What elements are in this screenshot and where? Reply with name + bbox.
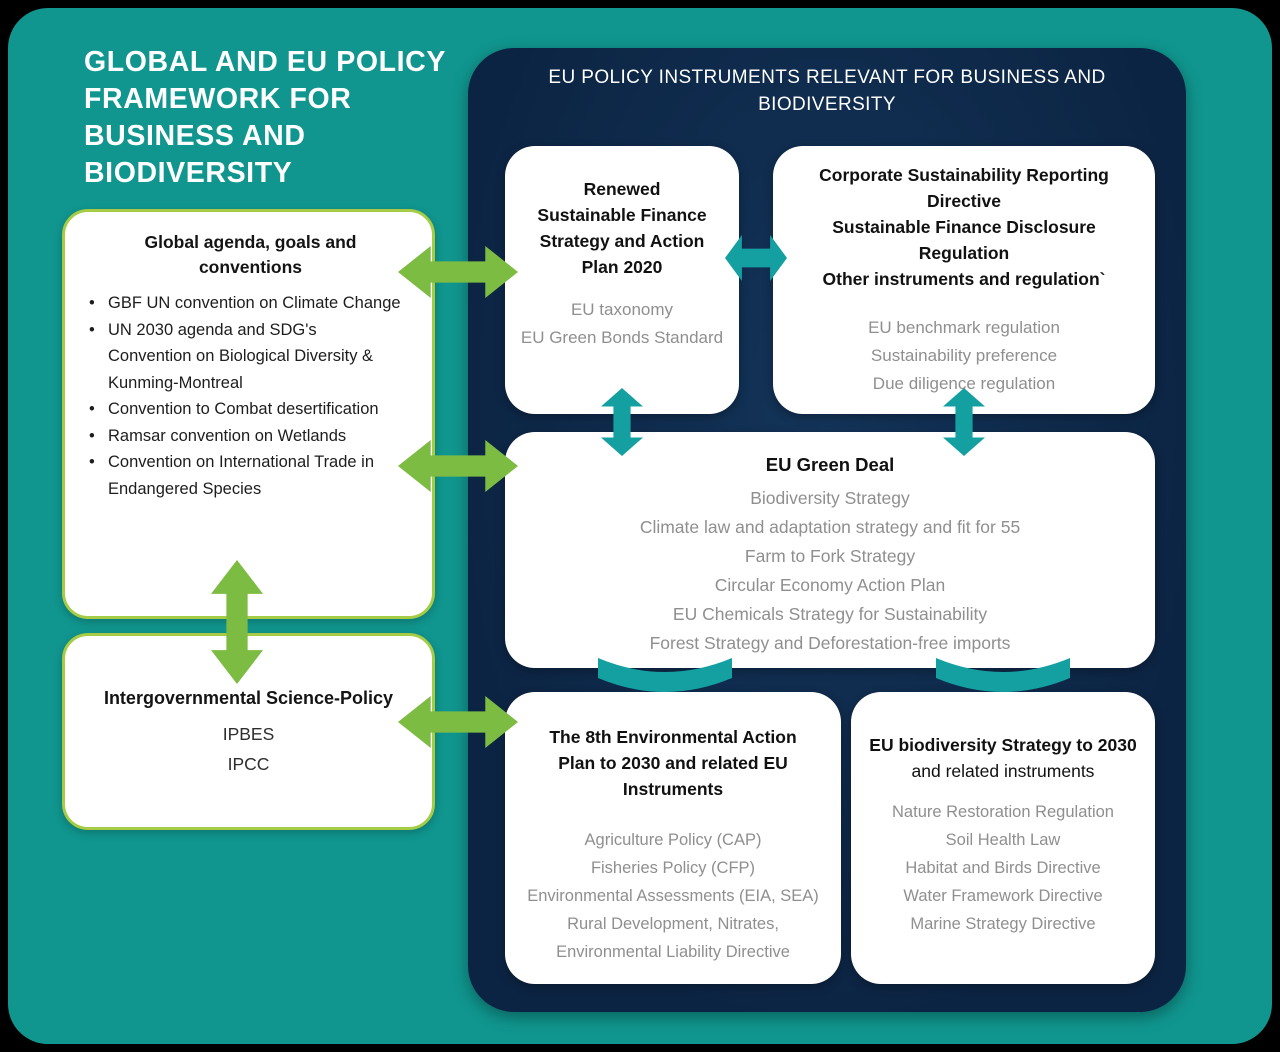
csrd-items: EU benchmark regulation Sustainability p… bbox=[868, 318, 1060, 393]
green-deal-items: Biodiversity Strategy Climate law and ad… bbox=[639, 488, 1021, 653]
green-double-arrow-icon-science-to-eap bbox=[398, 696, 518, 748]
science-policy-items: IPBES IPCC bbox=[222, 724, 275, 774]
eu-policy-panel-title: EU POLICY INSTRUMENTS RELEVANT FOR BUSIN… bbox=[548, 67, 1106, 115]
green-double-arrow-icon-global-to-greendeal bbox=[398, 440, 518, 492]
list-item: Convention to Combat desertification bbox=[89, 396, 412, 423]
science-policy-title: Intergovernmental Science-Policy bbox=[103, 688, 394, 708]
bullet-text: UN 2030 agenda and SDG's Convention on B… bbox=[108, 320, 374, 392]
biodiversity-strategy-title: EU biodiversity Strategy to 2030 and rel… bbox=[867, 732, 1139, 784]
bullet-text: Convention on International Trade in End… bbox=[108, 453, 375, 498]
bullet-text: GBF UN convention on Climate Change bbox=[108, 294, 401, 312]
teal-double-arrow-icon-finance-to-greendeal bbox=[601, 388, 643, 456]
environmental-action-plan-title: The 8th Environmental Action Plan to 203… bbox=[549, 727, 797, 799]
csrd-title: Corporate Sustainability Reporting Direc… bbox=[819, 165, 1109, 289]
environmental-action-plan-items: Agriculture Policy (CAP) Fisheries Polic… bbox=[527, 831, 819, 961]
list-item: Convention on International Trade in End… bbox=[89, 449, 412, 502]
biodiversity-strategy-box: EU biodiversity Strategy to 2030 and rel… bbox=[851, 692, 1155, 984]
teal-ribbon-arrow-icon-greendeal-to-biodiversity bbox=[936, 656, 1070, 706]
finance-strategy-items: EU taxonomy EU Green Bonds Standard bbox=[520, 300, 724, 347]
biodiversity-strategy-title-bold: EU biodiversity Strategy to 2030 bbox=[869, 735, 1137, 755]
global-agenda-title: Global agenda, goals and conventions bbox=[144, 232, 357, 277]
green-double-arrow-icon-global-to-finance bbox=[398, 246, 518, 298]
teal-double-arrow-icon-finance-to-csrd bbox=[725, 235, 787, 281]
teal-ribbon-arrow-icon-greendeal-to-eap bbox=[598, 656, 732, 706]
environmental-action-plan-box: The 8th Environmental Action Plan to 203… bbox=[505, 692, 841, 984]
biodiversity-strategy-title-rest: and related instruments bbox=[911, 761, 1095, 781]
list-item: GBF UN convention on Climate Change bbox=[89, 290, 412, 317]
green-deal-title: EU Green Deal bbox=[765, 454, 895, 475]
green-double-arrow-icon-global-to-science bbox=[211, 560, 263, 684]
list-item: Ramsar convention on Wetlands bbox=[89, 423, 412, 450]
biodiversity-strategy-items: Nature Restoration Regulation Soil Healt… bbox=[892, 803, 1114, 933]
global-agenda-box: Global agenda, goals and conventions GBF… bbox=[62, 209, 435, 619]
csrd-box: Corporate Sustainability Reporting Direc… bbox=[773, 146, 1155, 414]
global-agenda-list: GBF UN convention on Climate Change UN 2… bbox=[89, 290, 412, 502]
teal-double-arrow-icon-csrd-to-greendeal bbox=[943, 388, 985, 456]
page-title: GLOBAL AND EU POLICY FRAMEWORK FOR BUSIN… bbox=[84, 46, 446, 189]
list-item: UN 2030 agenda and SDG's Convention on B… bbox=[89, 317, 412, 397]
finance-strategy-title: Renewed Sustainable Finance Strategy and… bbox=[537, 179, 707, 277]
finance-strategy-box: Renewed Sustainable Finance Strategy and… bbox=[505, 146, 739, 414]
bullet-text: Ramsar convention on Wetlands bbox=[108, 426, 347, 445]
bullet-text: Convention to Combat desertification bbox=[108, 400, 379, 418]
eu-policy-panel: EU POLICY INSTRUMENTS RELEVANT FOR BUSIN… bbox=[468, 48, 1186, 1012]
green-deal-box: EU Green Deal Biodiversity Strategy Clim… bbox=[505, 432, 1155, 668]
